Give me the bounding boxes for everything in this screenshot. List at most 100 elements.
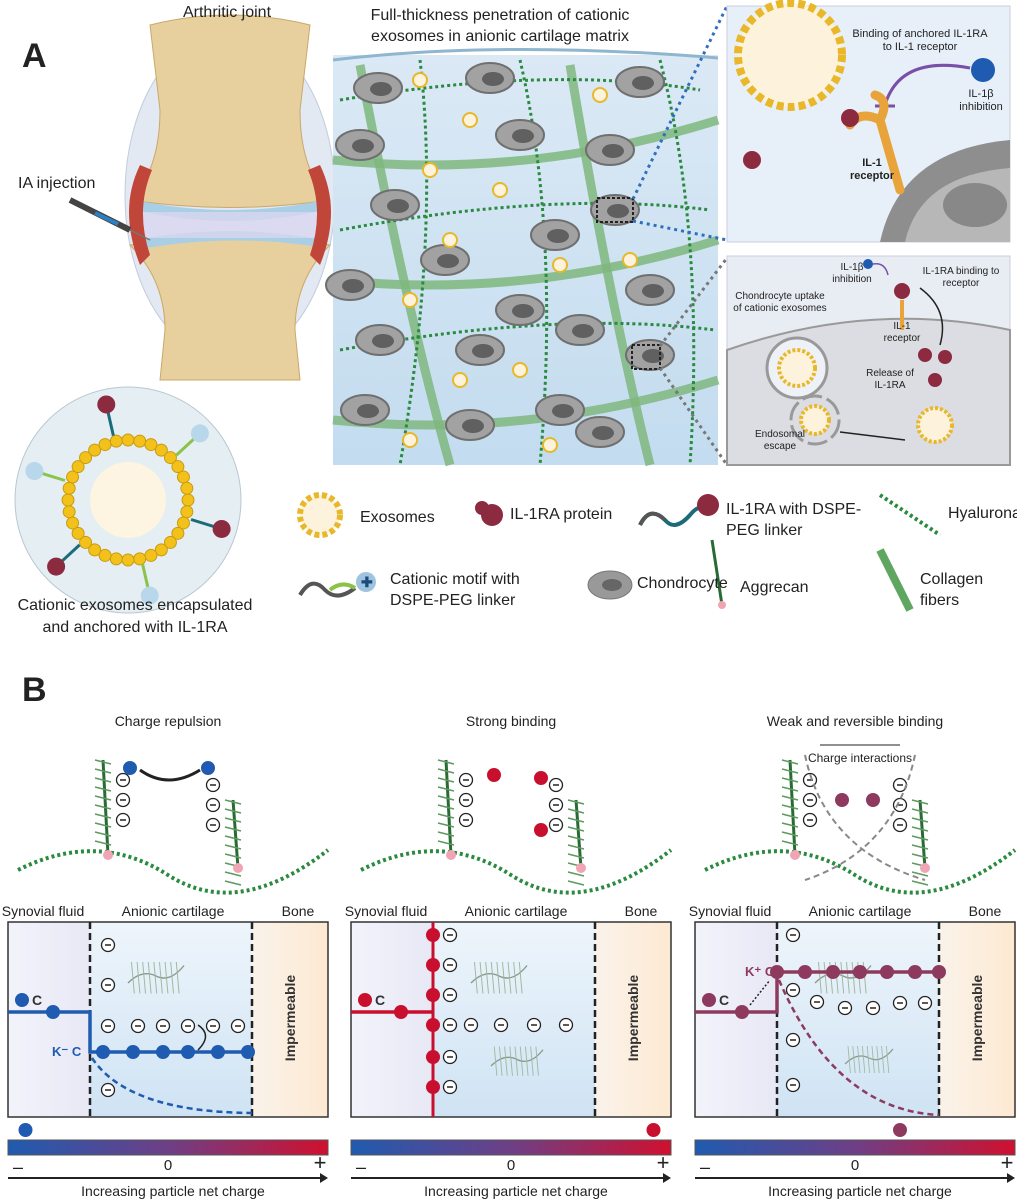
region-label-cartilage: Anionic cartilage — [808, 903, 912, 919]
legend-collagen-2: fibers — [920, 592, 960, 609]
exosome — [402, 292, 418, 308]
hyaluronan-chain — [17, 848, 330, 895]
concentration-point — [426, 1018, 440, 1032]
legend-aggrecan: Aggrecan — [740, 579, 809, 596]
synovial-fluid-region — [351, 922, 433, 1117]
lipid-head — [163, 535, 177, 549]
nucleus — [372, 334, 394, 348]
concentration-point — [908, 965, 922, 979]
nucleus — [642, 284, 664, 298]
panel-strong — [350, 759, 673, 1183]
particle — [835, 793, 849, 807]
joint-title: Arthritic joint — [182, 4, 272, 21]
exosome — [422, 162, 438, 178]
matrix-title-line2: exosomes in anionic cartilage matrix — [371, 28, 629, 45]
lipid-head — [71, 460, 85, 474]
lipid-head — [109, 434, 123, 448]
region-label-synovial: Synovial fluid — [1, 903, 85, 919]
lipid-head — [66, 470, 80, 484]
escape-label-1: Endosomal — [754, 429, 806, 440]
lipid-head — [66, 516, 80, 530]
concentration-point — [426, 958, 440, 972]
nucleus — [370, 82, 392, 96]
legend-protein: IL-1RA protein — [510, 506, 613, 523]
uptake-inhibition-2: inhibition — [832, 274, 872, 285]
region-label-bone: Bone — [968, 903, 1002, 919]
panel-weak — [694, 744, 1017, 1183]
exosome — [492, 182, 508, 198]
concentration-point — [798, 965, 812, 979]
aggrecan-glyph — [490, 1046, 544, 1076]
binding-illustration — [360, 759, 673, 895]
exosome — [462, 112, 478, 128]
net-charge-marker — [18, 1123, 33, 1137]
particle-icon — [702, 993, 716, 1007]
k-label: K⁺ C — [745, 964, 775, 979]
charge-colorbar — [694, 1139, 1016, 1156]
aggrecan-glyph — [470, 961, 528, 994]
uptake-label-1: Chondrocyte uptake — [735, 291, 825, 302]
uptake-receptor-1: IL-1 — [893, 321, 911, 332]
hyaluronan-chain — [704, 848, 1017, 895]
nucleus — [462, 419, 484, 433]
il1ra-binding-2: receptor — [942, 278, 980, 289]
nucleus — [572, 324, 594, 338]
lipid-head — [62, 505, 76, 519]
charge-interactions-label: Charge interactions — [807, 751, 913, 765]
panel-frame — [694, 921, 1016, 1118]
lipid-head — [98, 438, 112, 452]
lipid-head — [133, 434, 147, 448]
concentration-point — [211, 1045, 225, 1059]
axis-max: + — [313, 1150, 327, 1175]
nucleus — [632, 76, 654, 90]
cartilage-region — [777, 922, 939, 1117]
concentration-point — [770, 965, 784, 979]
charge-colorbar — [7, 1139, 329, 1156]
concentration-point — [826, 965, 840, 979]
dashed-profile — [777, 979, 940, 1117]
nucleus — [472, 344, 494, 358]
panel-title: Strong binding — [465, 713, 557, 729]
concentration-point — [426, 988, 440, 1002]
panel-repulsion — [7, 759, 330, 1183]
bone-region — [595, 922, 671, 1117]
net-charge-marker — [646, 1123, 661, 1137]
particle-icon — [358, 993, 372, 1007]
nucleus — [512, 129, 534, 143]
escape-label-2: escape — [763, 441, 797, 452]
panel-title: Charge repulsion — [114, 713, 222, 729]
nucleus — [482, 72, 504, 86]
lipid-head — [154, 443, 168, 457]
lipid-head — [61, 493, 75, 507]
il1ra-protein — [212, 519, 231, 538]
c-label: C — [32, 992, 43, 1008]
lipid-head — [171, 460, 185, 474]
panel-frame — [350, 921, 672, 1118]
link-protein — [790, 850, 800, 860]
region-label-synovial: Synovial fluid — [688, 903, 772, 919]
bone-region — [252, 922, 328, 1117]
exosome — [412, 72, 428, 88]
panel-a-label: A — [22, 37, 47, 75]
legend-exosomes: Exosomes — [360, 509, 435, 526]
impermeable-label: Impermeable — [625, 974, 641, 1062]
release-label-2: IL-1RA — [874, 380, 906, 391]
region-label-synovial: Synovial fluid — [344, 903, 428, 919]
matrix-title-line1: Full-thickness penetration of cationic — [370, 7, 630, 24]
lipid-head — [109, 552, 123, 566]
bone-region — [939, 922, 1015, 1117]
hyaluronan-chain — [360, 848, 673, 895]
synovial-fluid-region — [8, 922, 90, 1117]
collagen-fiber — [332, 235, 720, 290]
receptor-label-2: receptor — [849, 170, 895, 182]
concentration-point — [394, 1005, 408, 1019]
collagen-fiber — [565, 64, 655, 467]
link-protein — [920, 863, 930, 873]
charge-colorbar — [350, 1139, 672, 1156]
concentration-point — [156, 1045, 170, 1059]
lipid-head — [121, 433, 135, 447]
exosome — [592, 87, 608, 103]
concentration-point — [46, 1005, 60, 1019]
cartilage-region — [433, 922, 595, 1117]
binding-title-2: to IL-1 receptor — [882, 41, 958, 53]
